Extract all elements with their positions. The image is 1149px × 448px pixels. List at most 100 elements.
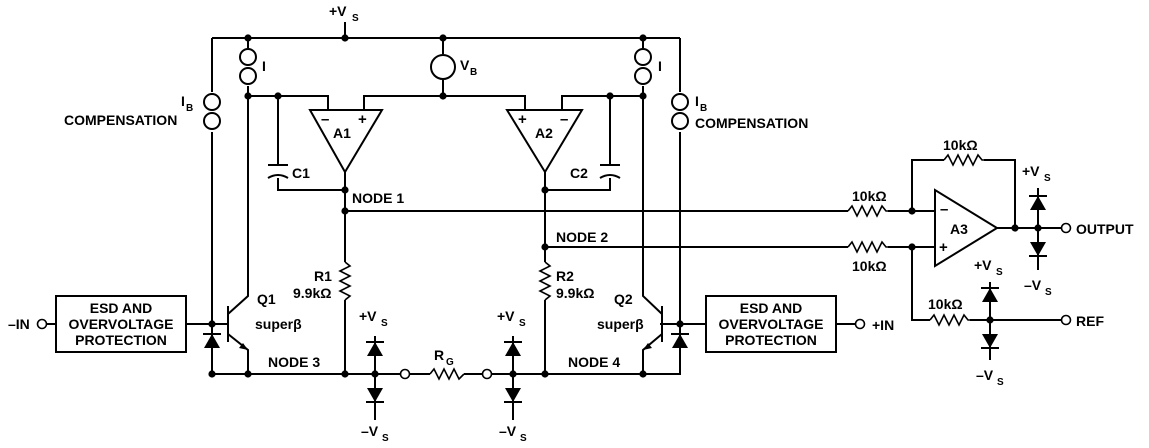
r1-value: 9.9kΩ <box>293 285 331 301</box>
a2-plus: + <box>518 111 527 128</box>
terminal-rg-left[interactable] <box>399 368 411 380</box>
terminals <box>36 222 1072 380</box>
resistor-in-node1 <box>847 204 891 218</box>
junction-dot <box>541 243 549 251</box>
vb-label: V <box>460 57 470 73</box>
junction-dot <box>639 370 647 378</box>
out-neg-sub: S <box>1045 287 1052 298</box>
a3-plus: + <box>939 239 948 256</box>
resistor-ref <box>929 313 970 327</box>
diode-clamp-node4 <box>504 336 522 420</box>
opamp-a3 <box>934 188 999 268</box>
junction-dot <box>341 34 349 42</box>
transistor-q2 <box>642 290 663 360</box>
ib-left-label: I <box>181 93 185 109</box>
current-i-left: I <box>262 58 266 74</box>
junction-dot <box>244 92 252 100</box>
junction-dot <box>208 370 216 378</box>
junction-dots <box>208 34 1019 378</box>
junction-dot <box>341 207 349 215</box>
q1-type: superβ <box>255 316 302 332</box>
output-label: OUTPUT <box>1076 221 1134 237</box>
ib-left-sub: B <box>186 103 193 114</box>
transistor-q1 <box>227 290 249 374</box>
r1-label: R1 <box>314 268 332 284</box>
terminal-output[interactable] <box>1060 222 1072 234</box>
vb-sub: B <box>470 67 477 78</box>
a1-plus: + <box>358 111 367 128</box>
diode-input-right <box>671 333 689 348</box>
esd-right-line3: PROTECTION <box>725 332 817 348</box>
resistor-r2 <box>538 261 552 301</box>
in-minus-label: –IN <box>8 316 30 332</box>
q2-type: superβ <box>597 316 644 332</box>
a2-minus: – <box>560 111 568 128</box>
junction-dot <box>541 186 549 194</box>
junction-dot <box>341 186 349 194</box>
esd-box-right <box>705 295 837 353</box>
clamp3-neg-sub: S <box>382 433 389 444</box>
opamp-a1 <box>308 109 384 174</box>
a3-label: A3 <box>950 221 968 237</box>
current-source-right <box>634 48 652 85</box>
clamp3-pos-label: +V <box>359 308 377 324</box>
terminal-in-plus[interactable] <box>854 318 866 330</box>
terminal-rg-right[interactable] <box>481 368 493 380</box>
ib-right-sub: B <box>700 103 707 114</box>
node3-label: NODE 3 <box>268 354 320 370</box>
junction-dot <box>274 92 282 100</box>
resistor-r1 <box>338 261 352 301</box>
diode-input-left <box>203 333 221 348</box>
compensation-right: COMPENSATION <box>695 115 808 131</box>
esd-right-line1: ESD AND <box>740 300 803 316</box>
esd-box-left <box>55 295 187 353</box>
clamp4-pos-label: +V <box>497 308 515 324</box>
terminal-ref[interactable] <box>1060 314 1072 326</box>
node4-label: NODE 4 <box>568 354 620 370</box>
resistor-in-node2 <box>847 240 891 254</box>
wires <box>46 22 1062 375</box>
compensation-left: COMPENSATION <box>64 112 177 128</box>
esd-left-line2: OVERVOLTAGE <box>68 316 173 332</box>
clamp4-neg-label: –V <box>499 423 517 439</box>
clamp4-pos-sub: S <box>519 318 526 329</box>
out-neg-label: –V <box>1024 277 1042 293</box>
junction-dot <box>639 34 647 42</box>
esd-left-line1: ESD AND <box>90 300 153 316</box>
ref-pos-sub: S <box>996 267 1003 278</box>
junction-dot <box>1034 224 1042 232</box>
q2-label: Q2 <box>614 291 633 307</box>
a3-minus: – <box>940 201 948 218</box>
ib-comp-source-left <box>203 93 221 130</box>
node2-label: NODE 2 <box>556 229 608 245</box>
r2-value: 9.9kΩ <box>556 285 594 301</box>
junction-dot <box>541 370 549 378</box>
out-pos-sub: S <box>1044 173 1051 184</box>
rg-label: R <box>434 347 444 363</box>
ib-right-label: I <box>695 93 699 109</box>
r-ref-label: 10kΩ <box>928 296 963 312</box>
diode-clamp-node3 <box>366 336 384 420</box>
junction-dot <box>908 243 916 251</box>
junction-dot <box>676 320 684 328</box>
ref-pos-label: +V <box>974 257 992 273</box>
node1-label: NODE 1 <box>352 190 404 206</box>
capacitor-c1 <box>267 164 289 179</box>
capacitor-c2 <box>599 164 621 179</box>
r-node2-label: 10kΩ <box>852 258 887 274</box>
current-i-right: I <box>658 58 662 74</box>
junction-dot <box>439 92 447 100</box>
clamp4-neg-sub: S <box>520 433 527 444</box>
junction-dot <box>439 34 447 42</box>
r2-label: R2 <box>556 268 574 284</box>
ref-label: REF <box>1076 313 1104 329</box>
terminal-in-minus[interactable] <box>36 318 48 330</box>
junction-dot <box>341 370 349 378</box>
opamp-a2 <box>505 109 584 174</box>
esd-left-line3: PROTECTION <box>75 332 167 348</box>
ref-neg-label: –V <box>976 367 994 383</box>
supply-top-sub: S <box>352 13 359 24</box>
a1-minus: – <box>321 111 329 128</box>
a2-label: A2 <box>535 125 553 141</box>
